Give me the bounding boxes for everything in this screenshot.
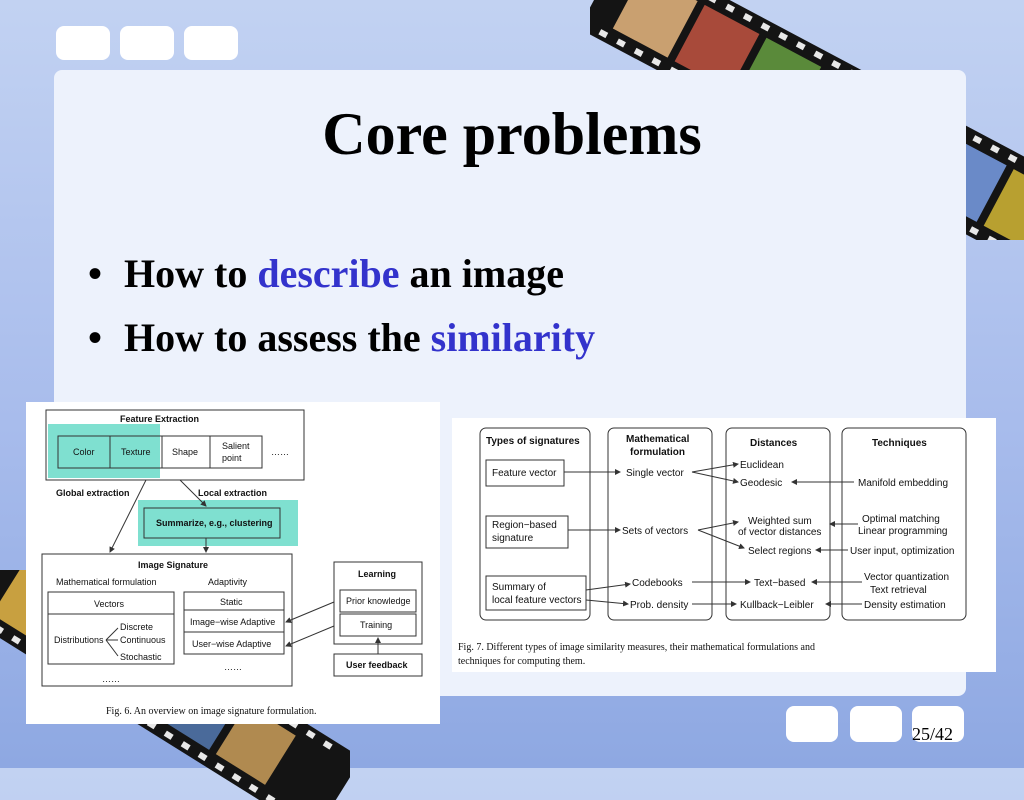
fig6-label: Feature Extraction [120,414,199,424]
fig6-label: Adaptivity [208,577,248,587]
slide-title: Core problems [322,101,702,167]
bullet-text: How to assess the [124,315,431,360]
fig7-label: Vector quantization [864,572,949,583]
fig7-label: Techniques [872,438,927,449]
nav-tab-2 [120,26,174,60]
fig6-label: Local extraction [198,488,267,498]
fig6-caption: Fig. 6. An overview on image signature f… [106,706,317,717]
fig6-label: Color [73,447,95,457]
fig7-label: Geodesic [740,478,782,489]
fig7-label: Summary of [492,582,546,593]
fig7-label: Sets of vectors [622,526,688,537]
fig7-label: Weighted sum [748,516,812,527]
fig6-label: Stochastic [120,652,162,662]
fig6-label: Global extraction [56,488,130,498]
bullet-similarity: • How to assess the similarity [88,314,595,361]
fig6-label: Distributions [54,635,104,645]
figure-6-image-signature: Feature Extraction Color Texture Shape S… [26,402,440,724]
fig6-label: …… [271,447,289,457]
page-number: 25/42 [912,724,954,744]
fig6-label: Prior knowledge [346,596,411,606]
fig7-label: Codebooks [632,578,683,589]
fig7-label: formulation [630,447,685,458]
fig7-label: User input, optimization [850,546,955,557]
fig6-label: Texture [121,447,151,457]
fig6-label: Continuous [120,635,166,645]
fig7-label: Single vector [626,468,684,479]
fig7-label: Mathematical [626,434,690,445]
nav-tab-next [850,706,902,742]
fig6-label: Discrete [120,622,153,632]
fig7-label: of vector distances [738,527,821,538]
fig6-label: Summarize, e.g., clustering [156,518,273,528]
fig6-label: User−wise Adaptive [192,639,271,649]
fig7-label: Optimal matching [862,514,940,525]
nav-tab-3 [184,26,238,60]
bullet-describe: • How to describe an image [88,250,564,297]
nav-tab-prev [786,706,838,742]
fig7-label: Feature vector [492,468,557,479]
bullet-dot: • [88,315,103,360]
bullet-dot: • [88,251,103,296]
fig6-label: Mathematical formulation [56,577,157,587]
fig7-caption: Fig. 7. Different types of image similar… [458,642,815,653]
fig6-label: Static [220,597,243,607]
fig6-label: Image Signature [138,560,208,570]
bullet-highlight: describe [257,251,400,296]
fig7-label: signature [492,533,534,544]
fig7-label: Distances [750,438,798,449]
fig6-label: …… [224,662,242,672]
fig7-label: Euclidean [740,460,784,471]
fig7-label: Linear programming [858,526,948,537]
bullet-text: How to [124,251,258,296]
fig7-label: Region−based [492,520,557,531]
bullet-highlight: similarity [430,315,596,360]
fig7-label: Density estimation [864,600,946,611]
nav-tab-1 [56,26,110,60]
fig7-label: Select regions [748,546,811,557]
fig7-label: Prob. density [630,600,688,611]
fig7-label: Text retrieval [870,585,927,596]
fig7-label: local feature vectors [492,595,582,606]
fig7-caption: techniques for computing them. [458,656,585,667]
fig6-label: Image−wise Adaptive [190,617,275,627]
fig7-label: Types of signatures [486,436,580,447]
fig6-label: Salient [222,441,250,451]
figure-7-similarity-measures: Types of signatures Mathematical formula… [452,418,996,672]
fig7-label: Kullback−Leibler [740,600,814,611]
fig6-label: Shape [172,447,198,457]
nav-tab-page [912,706,964,742]
fig6-label: point [222,453,242,463]
fig6-label: Learning [358,569,396,579]
fig6-label: …… [102,674,120,684]
fig6-label: Vectors [94,599,125,609]
fig6-label: Training [360,620,392,630]
fig7-label: Manifold embedding [858,478,948,489]
fig7-label: Text−based [754,578,805,589]
bullet-text: an image [399,251,564,296]
fig6-label: User feedback [346,660,409,670]
